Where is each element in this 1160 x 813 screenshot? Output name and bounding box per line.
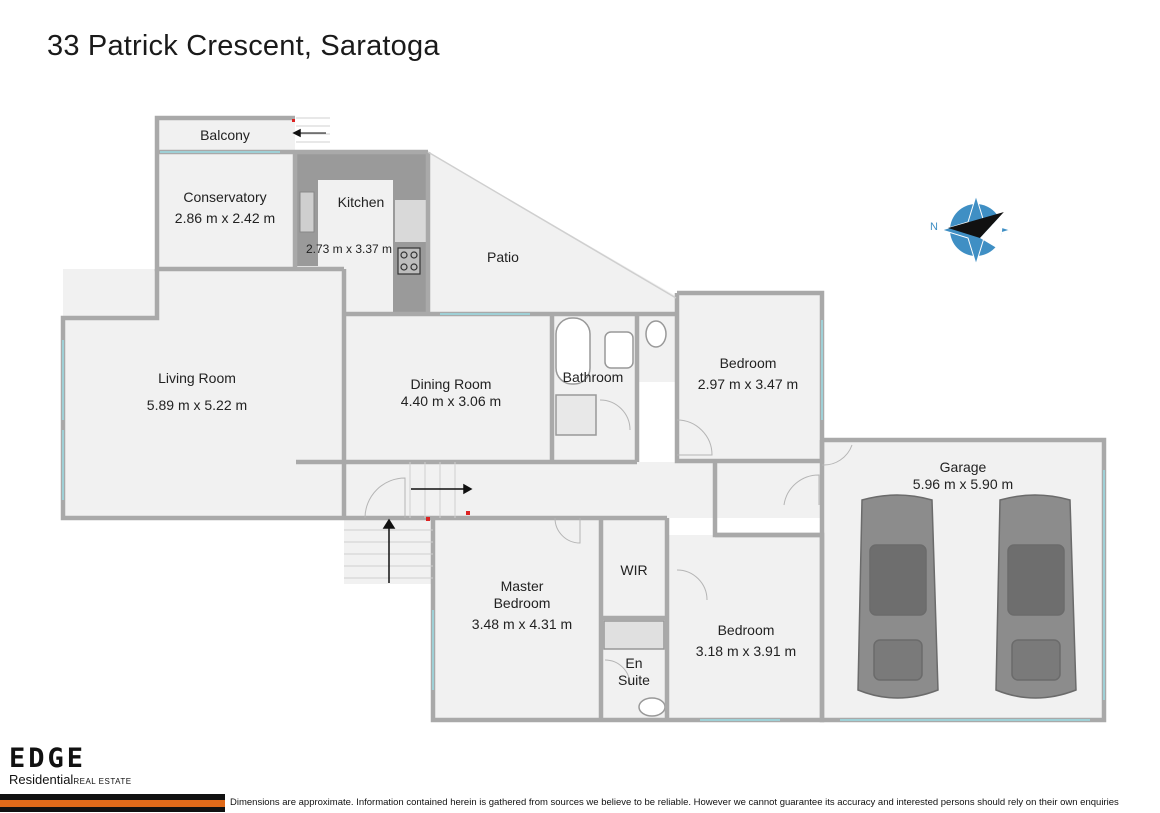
bedroom1-name: Bedroom xyxy=(719,355,777,371)
kitchen-dims-label: 2.73 m x 3.37 m xyxy=(306,241,392,258)
page-title: 33 Patrick Crescent, Saratoga xyxy=(47,30,440,62)
ensuite-label: En Suite xyxy=(618,655,650,689)
kitchen-dims: 2.73 m x 3.37 m xyxy=(305,242,393,256)
bedroom2-floor xyxy=(667,535,822,720)
bedroom2-label: Bedroom 3.18 m x 3.91 m xyxy=(696,622,796,660)
wir-floor xyxy=(601,518,667,618)
kitchen-sink xyxy=(299,191,315,233)
patio-label: Patio xyxy=(487,249,519,266)
master-name-2: Bedroom xyxy=(493,595,551,611)
hall-floor xyxy=(344,462,822,518)
garage-dims: 5.96 m x 5.90 m xyxy=(912,476,1014,492)
patio-name: Patio xyxy=(487,249,519,265)
conservatory-dims: 2.86 m x 2.42 m xyxy=(174,210,276,226)
conservatory-name: Conservatory xyxy=(183,189,267,205)
living-floor xyxy=(63,269,344,518)
footer-bar-bottom xyxy=(0,807,225,812)
ensuite-name-2: Suite xyxy=(618,672,650,688)
kitchen-fridge xyxy=(395,200,426,242)
dining-dims: 4.40 m x 3.06 m xyxy=(400,393,502,409)
dining-floor xyxy=(344,314,552,462)
garage-label: Garage 5.96 m x 5.90 m xyxy=(913,459,1013,493)
conservatory-floor xyxy=(157,152,295,269)
ensuite-toilet xyxy=(638,697,666,717)
dining-name: Dining Room xyxy=(410,376,492,392)
stairs-balcony xyxy=(296,117,330,143)
living-name: Living Room xyxy=(158,370,236,386)
toilet xyxy=(645,320,667,348)
wall-living-outer xyxy=(60,269,344,521)
floor-plan xyxy=(60,115,1107,723)
garage-name: Garage xyxy=(939,459,987,475)
master-name-1: Master xyxy=(500,578,544,594)
balcony-name: Balcony xyxy=(200,127,250,143)
master-dims: 3.48 m x 4.31 m xyxy=(471,616,573,632)
ensuite-shower xyxy=(603,620,665,650)
kitchen-label: Kitchen xyxy=(338,194,385,211)
bedroom1-label: Bedroom 2.97 m x 3.47 m xyxy=(698,355,798,393)
ensuite-name-1: En xyxy=(625,655,643,671)
compass-label: N xyxy=(930,221,938,233)
cooktop-icon xyxy=(397,247,421,275)
bedroom1-dims: 2.97 m x 3.47 m xyxy=(697,376,799,392)
dining-label: Dining Room 4.40 m x 3.06 m xyxy=(401,376,501,410)
patio-floor xyxy=(428,152,676,312)
footer-bar-top xyxy=(0,794,225,800)
bedroom2-dims: 3.18 m x 3.91 m xyxy=(695,643,797,659)
door-marker-icon xyxy=(292,119,470,521)
bedroom2-name: Bedroom xyxy=(717,622,775,638)
vanity xyxy=(604,331,634,369)
master-floor xyxy=(433,518,601,720)
disclaimer: Dimensions are approximate. Information … xyxy=(230,797,1119,808)
shower xyxy=(555,394,597,436)
footer-bar xyxy=(0,794,225,813)
bathroom-name: Bathroom xyxy=(562,369,624,385)
wall-balcony xyxy=(154,115,295,152)
conservatory-label: Conservatory 2.86 m x 2.42 m xyxy=(175,189,275,227)
living-label: Living Room 5.89 m x 5.22 m xyxy=(147,370,247,414)
arrow-icon xyxy=(292,128,473,583)
bedroom1-floor xyxy=(677,293,822,461)
logo-mark: EDGE xyxy=(9,743,87,774)
balcony-label: Balcony xyxy=(200,127,250,144)
door-swing-icon xyxy=(364,399,853,686)
logo-line: Residential xyxy=(9,772,74,787)
bathroom-label: Bathroom xyxy=(563,369,624,386)
logo-subline: ResidentialREAL ESTATE xyxy=(9,773,132,789)
compass-icon xyxy=(940,194,1012,266)
window-icon xyxy=(62,151,1105,721)
wall-master xyxy=(430,518,667,723)
kitchen-name: Kitchen xyxy=(337,194,385,210)
living-dims: 5.89 m x 5.22 m xyxy=(146,397,248,413)
logo-tag: REAL ESTATE xyxy=(73,777,132,786)
wir-label: WIR xyxy=(620,562,647,579)
patio-edge xyxy=(427,151,677,299)
logo: EDGE ResidentialREAL ESTATE xyxy=(9,745,132,789)
bathtub xyxy=(555,317,591,385)
wir-name: WIR xyxy=(620,562,648,578)
balcony-floor xyxy=(157,118,295,151)
car-icon xyxy=(857,494,1077,699)
footer-bar-accent xyxy=(0,800,225,807)
master-label: Master Bedroom 3.48 m x 4.31 m xyxy=(472,578,572,633)
